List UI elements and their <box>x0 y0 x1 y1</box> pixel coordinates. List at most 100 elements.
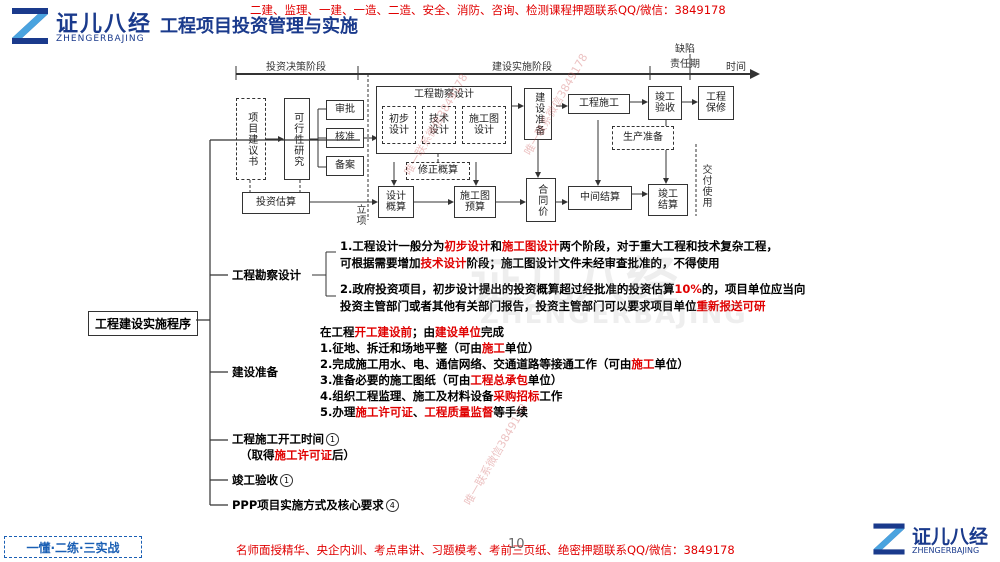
text-segment: 1.征地、拆迁和场地平整（可由 <box>320 341 482 355</box>
text-segment: 阶段；施工图设计文件未经审查批准的，不得使用 <box>466 256 720 270</box>
survey-point-2-line1: 2.政府投资项目，初步设计提出的投资概算超过经批准的投资估算10%的，项目单位应… <box>340 281 805 297</box>
text-segment: 工作 <box>539 389 563 403</box>
time-label: 时间 <box>726 62 746 73</box>
box-production-prep: 生产准备 <box>612 126 674 150</box>
phase-build-label: 建设实施阶段 <box>492 62 552 73</box>
text-segment: 等手续 <box>493 405 528 419</box>
text-segment: 两个阶段，对于重大工程和技术复杂工程， <box>559 239 778 253</box>
highlight-text: 工程质量监督 <box>424 405 494 419</box>
mindmap-root: 工程建设实施程序 <box>88 311 199 336</box>
text-segment: 可根据需要增加 <box>340 256 421 270</box>
highlight-text: 重新报送可研 <box>696 299 766 313</box>
box-feasibility-study: 可行性研究 <box>284 98 310 180</box>
box-project-proposal: 项目建议书 <box>236 98 266 180</box>
logo-z-icon <box>873 523 905 555</box>
collapsed-count-badge[interactable]: 1 <box>326 433 339 446</box>
box-record: 备案 <box>326 156 364 176</box>
text-segment: （取得 <box>240 448 275 462</box>
text-segment: 和 <box>490 239 502 253</box>
project-start-label: 立项 <box>354 204 365 226</box>
text-segment: 单位） <box>527 373 563 387</box>
deliver-label: 交付使用 <box>700 164 711 208</box>
prep-item-3: 3.准备必要的施工图纸（可由工程总承包单位） <box>320 372 562 388</box>
node-completion-label: 竣工验收 <box>232 473 278 487</box>
survey-point-1-line1: 1.工程设计一般分为初步设计和施工图设计两个阶段，对于重大工程和技术复杂工程， <box>340 238 778 254</box>
text-segment: 2.完成施工用水、电、通信网络、交通道路等接通工作（可由 <box>320 357 632 371</box>
node-survey-design: 工程勘察设计 <box>232 268 301 282</box>
prep-item-5: 5.办理施工许可证、工程质量监督等手续 <box>320 404 528 420</box>
survey-point-2-line2: 投资主管部门或者其他有关部门报告，投资主管部门可以要求项目单位重新报送可研 <box>340 298 766 314</box>
box-contract-price: 合同价 <box>526 178 556 222</box>
center-watermark-cn: 证儿八经 <box>470 253 679 313</box>
box-investment-estimate: 投资估算 <box>242 192 310 214</box>
logo-text: 证儿八经 <box>56 12 153 37</box>
highlight-text: 施工许可证 <box>355 405 413 419</box>
footer-logo: 证儿八经 ZHENGERBAJING <box>870 520 996 560</box>
highlight-text: 施工 <box>481 341 505 355</box>
footer-slogan: 一懂·二练·三实战 <box>4 536 142 558</box>
text-segment: ；由 <box>412 325 435 339</box>
box-revised-estimate: 修正概算 <box>406 162 470 180</box>
box-warranty: 工程 保修 <box>698 86 734 120</box>
node-ppp-label: PPP项目实施方式及核心要求 <box>232 498 384 512</box>
node-start-time-note: （取得施工许可证后） <box>240 447 355 463</box>
box-design-budget: 设计 概算 <box>378 186 414 218</box>
prep-intro: 在工程开工建设前；由建设单位完成 <box>320 324 504 340</box>
survey-point-1-line2: 可根据需要增加技术设计阶段；施工图设计文件未经审查批准的，不得使用 <box>340 255 720 271</box>
center-watermark-en: ZHENGERBAJING <box>480 300 748 330</box>
footer-logo-text: 证儿八经 <box>912 526 989 548</box>
text-segment: 单位） <box>504 341 540 355</box>
highlight-text: 施工图设计 <box>501 239 560 253</box>
highlight-text: 开工建设前 <box>354 325 413 339</box>
prep-item-1: 1.征地、拆迁和场地平整（可由施工单位） <box>320 340 539 356</box>
text-segment: 后） <box>332 448 355 462</box>
highlight-text: 建设单位 <box>435 325 481 339</box>
text-segment: 、 <box>412 405 425 419</box>
phase-invest-label: 投资决策阶段 <box>266 62 326 73</box>
node-construction-prep: 建设准备 <box>232 365 278 379</box>
box-prelim-design: 初步 设计 <box>382 106 416 144</box>
phase-defect-label: 缺陷 责任期 <box>670 44 700 70</box>
text-segment: 3.准备必要的施工图纸（可由 <box>320 373 471 387</box>
collapsed-count-badge[interactable]: 4 <box>385 499 399 512</box>
highlight-text: 初步设计 <box>444 239 491 253</box>
page-number: 10 <box>508 537 525 552</box>
flow-connectors <box>235 54 760 220</box>
highlight-text: 工程总承包 <box>470 373 528 387</box>
box-final-settlement: 竣工 结算 <box>648 184 688 216</box>
text-segment: 在工程 <box>320 325 355 339</box>
collapsed-count-badge[interactable]: 1 <box>280 474 293 487</box>
box-survey-design-label: 工程勘察设计 <box>414 89 474 100</box>
box-drawing-budget: 施工图 预算 <box>454 186 496 218</box>
highlight-text: 10% <box>674 282 702 296</box>
prep-item-2: 2.完成施工用水、电、通信网络、交通道路等接通工作（可由施工单位） <box>320 356 689 372</box>
box-completion-acceptance: 竣工 验收 <box>648 86 682 120</box>
box-verify: 核准 <box>326 128 364 148</box>
brand-logo: 证儿八经 ZHENGERBAJING <box>8 4 158 48</box>
logo-subtext: ZHENGERBAJING <box>56 34 145 44</box>
text-segment: 5.办理 <box>320 405 356 419</box>
text-segment: 投资主管部门或者其他有关部门报告，投资主管部门可以要求项目单位 <box>340 299 697 313</box>
highlight-text: 采购招标 <box>493 389 540 403</box>
text-segment: 的，项目单位应当向 <box>701 282 806 296</box>
text-segment: 4.组织工程监理、施工及材料设备 <box>320 389 494 403</box>
prep-item-4: 4.组织工程监理、施工及材料设备采购招标工作 <box>320 388 562 404</box>
box-mid-settlement: 中间结算 <box>568 186 632 210</box>
box-construction: 工程施工 <box>568 94 630 114</box>
logo-z-icon <box>8 4 52 48</box>
highlight-text: 施工许可证 <box>274 448 333 462</box>
footer-logo-sub: ZHENGERBAJING <box>912 546 980 555</box>
box-drawing-design: 施工图 设计 <box>462 106 506 144</box>
box-review: 审批 <box>326 100 364 120</box>
node-start-time-label: 工程施工开工时间 <box>232 432 324 446</box>
box-tech-design: 技术 设计 <box>422 106 456 144</box>
top-promo-banner: 二建、监理、一建、一造、二造、安全、消防、咨询、检测课程押题联系QQ/微信：38… <box>250 3 726 17</box>
highlight-text: 施工 <box>631 357 655 371</box>
text-segment: 单位） <box>654 357 689 371</box>
footer-promo: 名师面授精华、央企内训、考点串讲、习题模考、考前三页纸、绝密押题联系QQ/微信：… <box>236 543 735 557</box>
page-title: 工程项目投资管理与实施 <box>160 16 358 37</box>
text-segment: 2.政府投资项目，初步设计提出的投资概算超过经批准的投资估算 <box>340 282 675 296</box>
